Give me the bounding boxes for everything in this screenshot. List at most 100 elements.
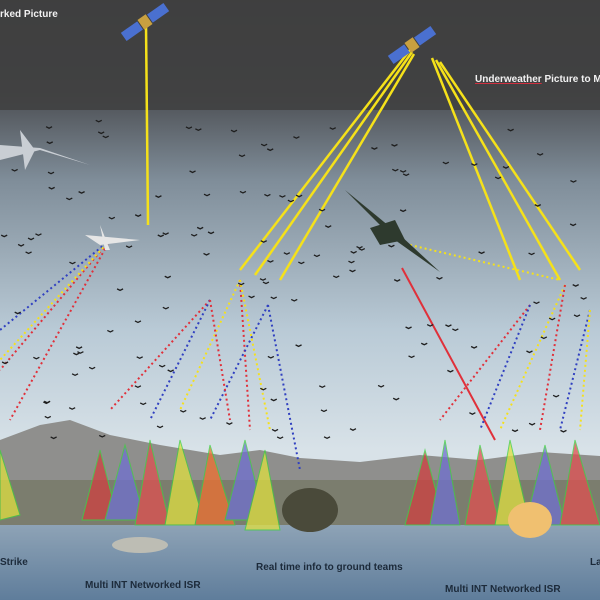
drone-mark — [436, 276, 443, 280]
drone-mark — [469, 412, 476, 415]
drone-mark — [267, 355, 275, 359]
drone-mark — [162, 232, 169, 236]
drone-mark — [1, 361, 9, 365]
drone-mark — [324, 225, 332, 228]
drone-mark — [88, 366, 96, 370]
drone-mark — [238, 154, 246, 158]
drone-mark — [207, 231, 215, 235]
drone-mark — [313, 254, 321, 258]
dotted-links-right — [409, 244, 591, 431]
drone-mark — [298, 261, 305, 265]
yellow-links — [144, 24, 582, 281]
drone-mark — [570, 179, 577, 183]
drone-mark — [348, 260, 355, 264]
drone-mark — [442, 161, 450, 165]
strike-label: Strike — [0, 557, 28, 568]
drone-mark — [388, 244, 395, 248]
drone-mark — [511, 429, 519, 433]
drone-mark — [260, 387, 267, 391]
drone-mark — [27, 237, 35, 241]
drone-mark — [98, 434, 106, 438]
drone-mark — [155, 195, 162, 198]
drone-mark — [46, 141, 54, 145]
drone-mark — [399, 169, 407, 173]
right-cut-label: La — [590, 557, 600, 568]
drone-mark — [402, 173, 410, 177]
drone-mark — [203, 193, 211, 197]
drone-mark — [157, 234, 165, 238]
drone-mark — [134, 214, 142, 217]
drone-mark — [11, 168, 18, 172]
drone-mark — [14, 311, 21, 315]
drone-mark — [68, 407, 76, 410]
drone-mark — [470, 345, 478, 349]
drone-mark — [139, 402, 147, 406]
drone-mark — [323, 436, 331, 440]
drone-mark — [134, 320, 142, 324]
drone-mark — [452, 328, 459, 332]
drone-mark — [78, 191, 85, 194]
drone-mark — [533, 301, 540, 305]
networked-picture-label: rked Picture — [0, 9, 58, 20]
drone-mark — [69, 261, 76, 265]
drone-mark — [108, 216, 116, 220]
drone-mark — [136, 356, 143, 360]
drone-mark — [426, 323, 434, 327]
drone-mark — [266, 148, 274, 152]
drone-mark — [349, 269, 356, 273]
drone-mark — [44, 415, 52, 419]
drone-mark — [77, 351, 84, 354]
sensor-cones-left — [0, 439, 281, 531]
drone-mark — [267, 259, 274, 263]
drone-mark — [203, 252, 210, 256]
drone-mark — [358, 247, 366, 251]
drone-mark — [189, 170, 196, 174]
drone-mark — [371, 147, 378, 150]
drone-mark — [526, 350, 533, 354]
drone-mark — [262, 281, 270, 285]
ground-forces — [112, 488, 552, 553]
drone-mark — [276, 436, 284, 440]
drone-mark — [528, 422, 536, 426]
drone-mark — [167, 369, 174, 373]
drone-mark — [408, 355, 415, 359]
satellite-right — [387, 25, 437, 65]
isr-right-label: Multi INT Networked ISR — [445, 584, 561, 595]
drone-mark — [356, 245, 363, 249]
drone-mark — [50, 436, 57, 440]
drone-mark — [97, 131, 105, 135]
drone-mark — [48, 186, 55, 190]
drone-mark — [164, 275, 172, 279]
drone-mark — [569, 223, 577, 227]
drone-mark — [399, 209, 407, 213]
dotted-links-left — [0, 239, 301, 471]
drone-mark — [405, 326, 412, 330]
drone-mark — [447, 369, 454, 373]
drone-mark — [270, 398, 278, 402]
drone-mark — [279, 194, 286, 198]
ground-teams-label: Real time info to ground teams — [256, 562, 403, 573]
drone-mark — [75, 346, 83, 350]
drone-mark — [17, 243, 25, 247]
underweather-picture-label: Underweather Picture to M — [475, 74, 600, 85]
satellite-left — [120, 2, 170, 42]
drone-mark — [295, 194, 303, 198]
drone-mark — [580, 296, 587, 300]
drone-mark — [350, 250, 357, 254]
drone-mark — [65, 197, 73, 201]
drone-mark — [239, 190, 247, 194]
drone-mark — [199, 417, 206, 420]
drone-mark — [349, 428, 357, 431]
drone-mark — [283, 252, 291, 255]
drone-mark — [107, 329, 114, 333]
drone-mark — [47, 171, 55, 175]
isr-left-label: Multi INT Networked ISR — [85, 580, 201, 591]
uav-left — [85, 225, 140, 250]
drone-mark — [45, 126, 53, 129]
drone-mark — [162, 306, 170, 310]
drone-mark — [392, 397, 400, 401]
drone-mark — [552, 394, 560, 398]
drone-mark — [237, 282, 245, 286]
drone-mark — [196, 226, 204, 230]
